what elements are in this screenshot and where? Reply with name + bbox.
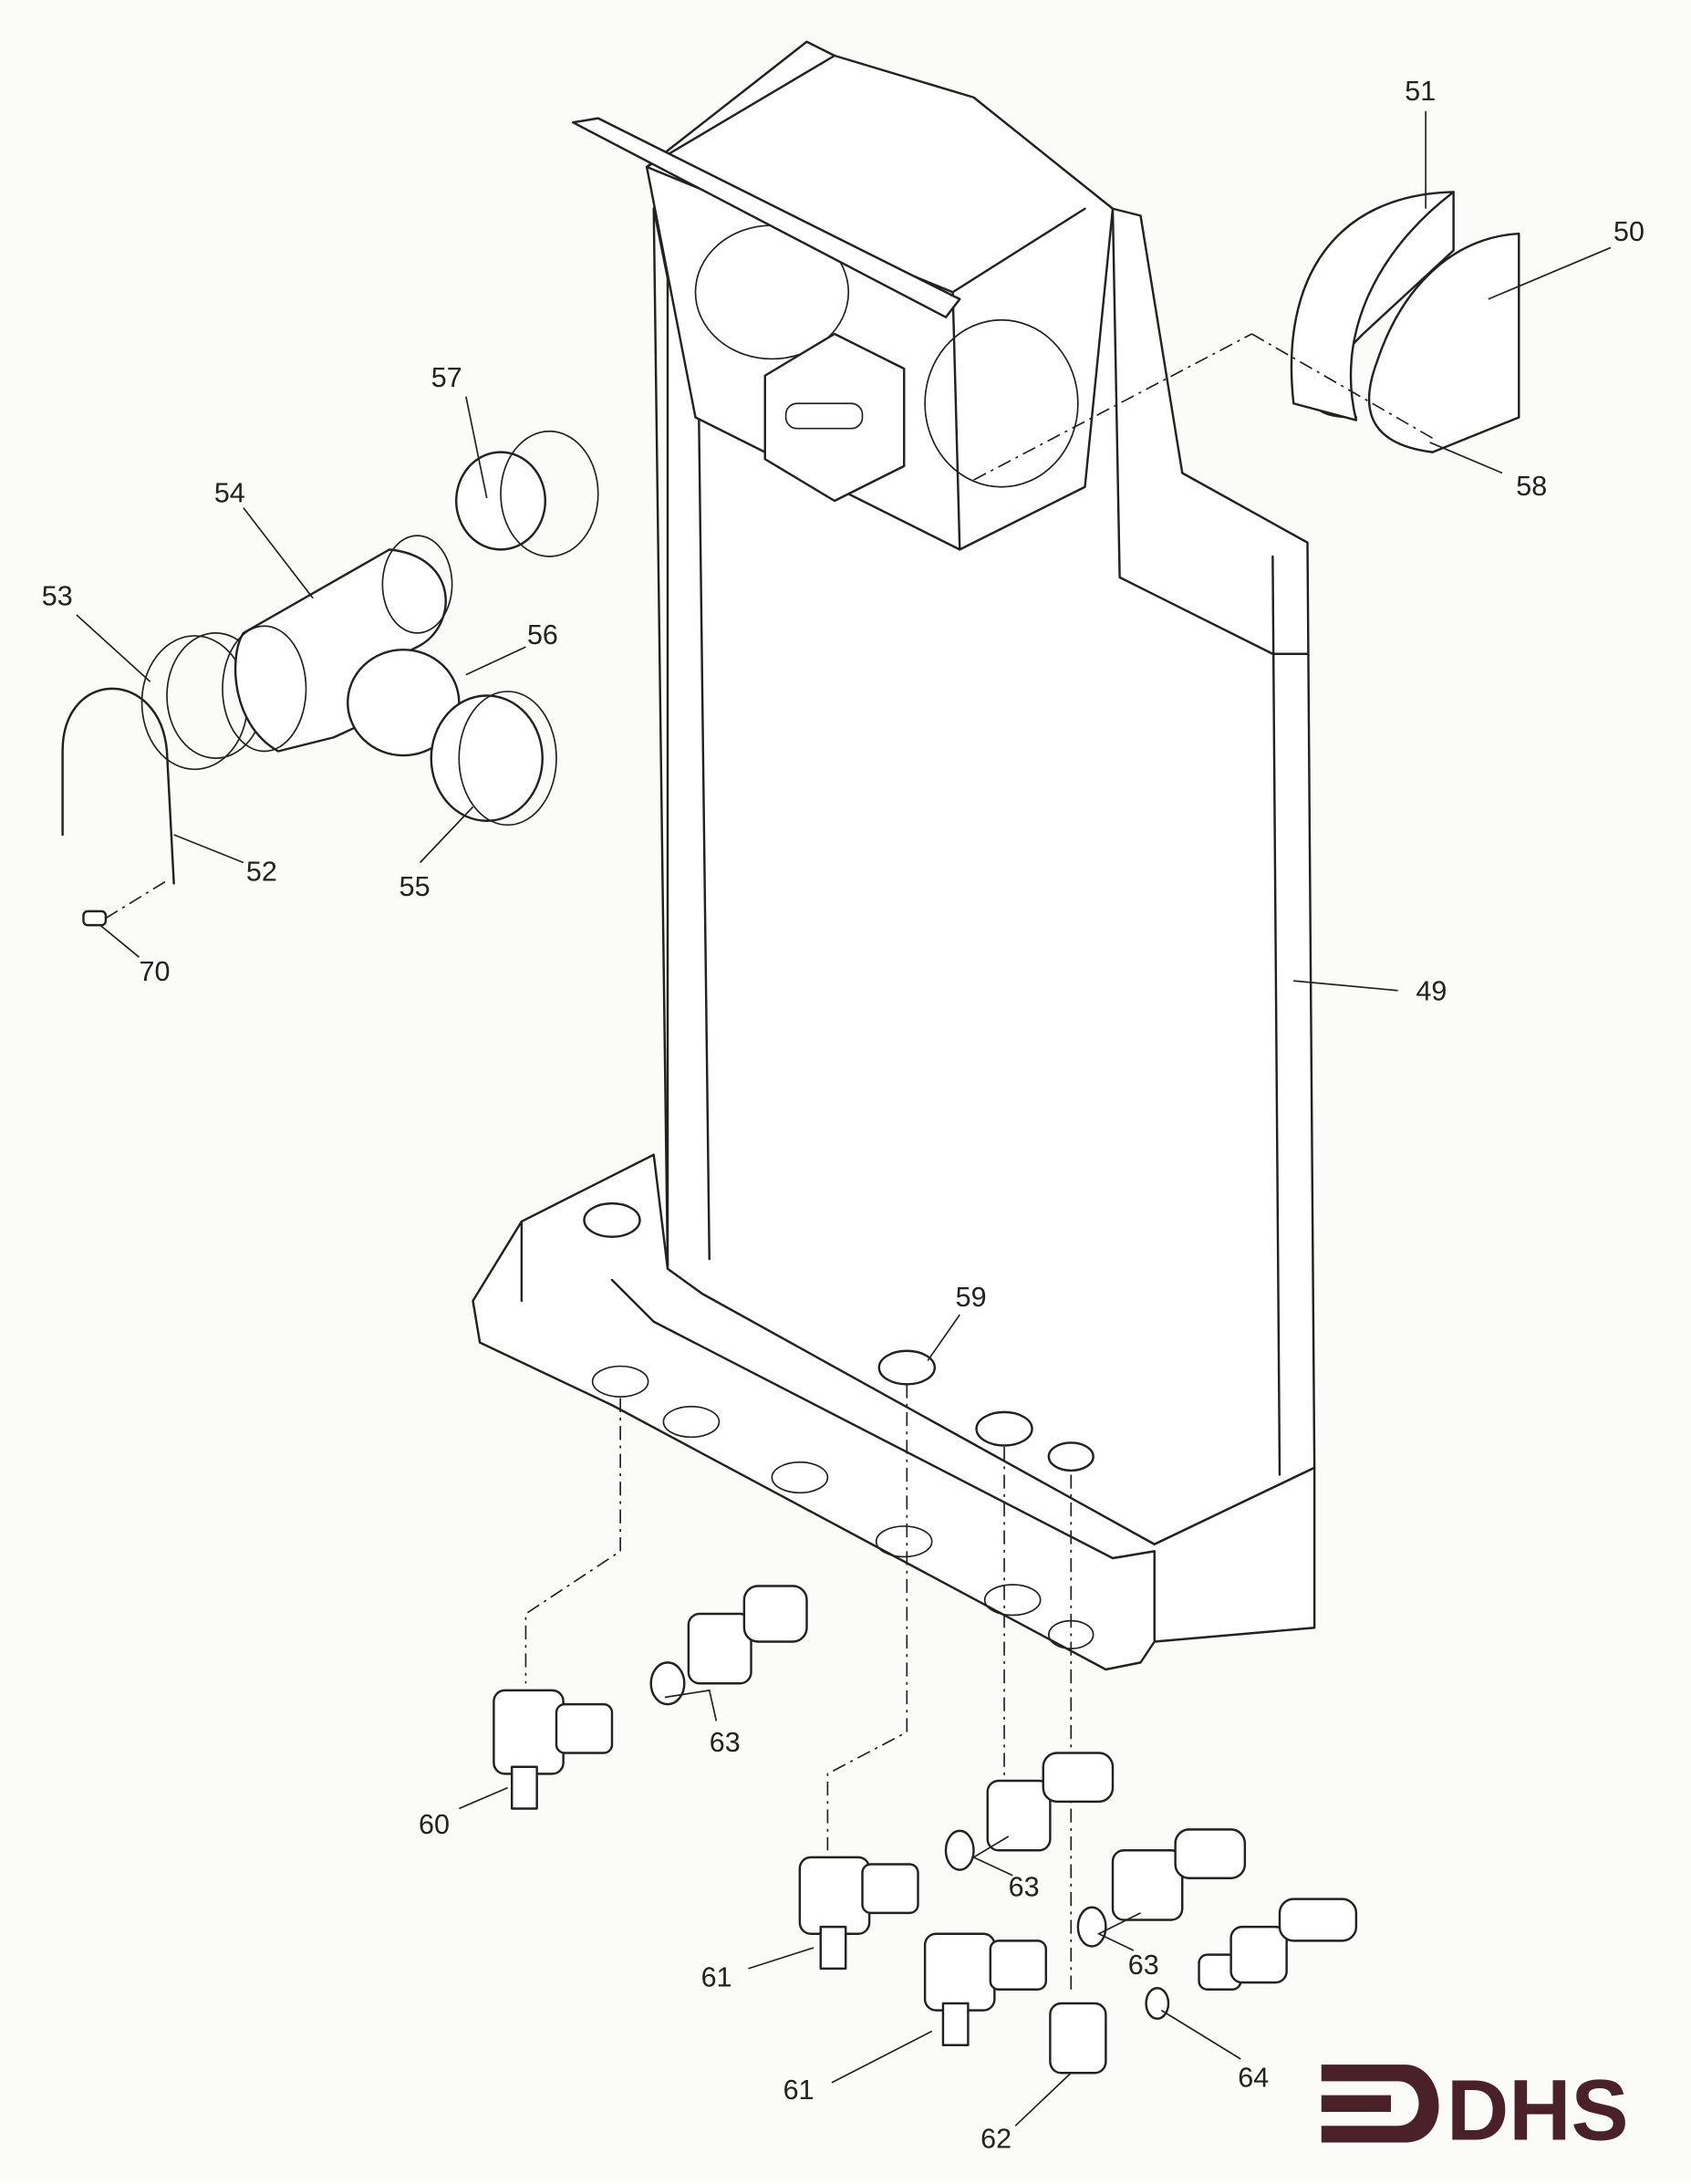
label-60: 60 [419,1809,450,1840]
part-number-labels: 51 50 58 57 54 53 56 52 55 70 49 59 63 6… [42,76,1644,2155]
label-70: 70 [140,956,171,987]
label-49: 49 [1416,975,1447,1006]
frame-part-49 [472,40,1316,1671]
label-56: 56 [527,619,558,650]
label-63-a: 63 [710,1727,741,1758]
cover-plates-50-51 [973,191,1520,481]
label-57: 57 [431,362,462,393]
label-51: 51 [1405,76,1436,107]
label-55: 55 [399,871,431,902]
leader-lines [76,110,1612,2127]
label-63-c: 63 [1128,1950,1159,1981]
lock-nuts-59 [583,1201,1094,1472]
label-50: 50 [1613,216,1644,247]
label-54: 54 [214,478,245,509]
label-58: 58 [1516,471,1547,502]
flue-assembly [61,430,599,927]
label-59: 59 [956,1282,987,1313]
logo-text: DHS [1447,2062,1629,2158]
label-61-a: 61 [701,1962,732,1993]
dhs-logo: DHS [1321,2062,1629,2158]
valves-and-fittings [493,1384,1358,2075]
tray-holes [591,1365,1094,1649]
label-52: 52 [246,856,277,887]
label-63-b: 63 [1009,1872,1040,1903]
label-64: 64 [1238,2063,1269,2094]
label-53: 53 [42,580,73,611]
label-61-b: 61 [783,2075,814,2106]
label-62: 62 [980,2124,1011,2155]
